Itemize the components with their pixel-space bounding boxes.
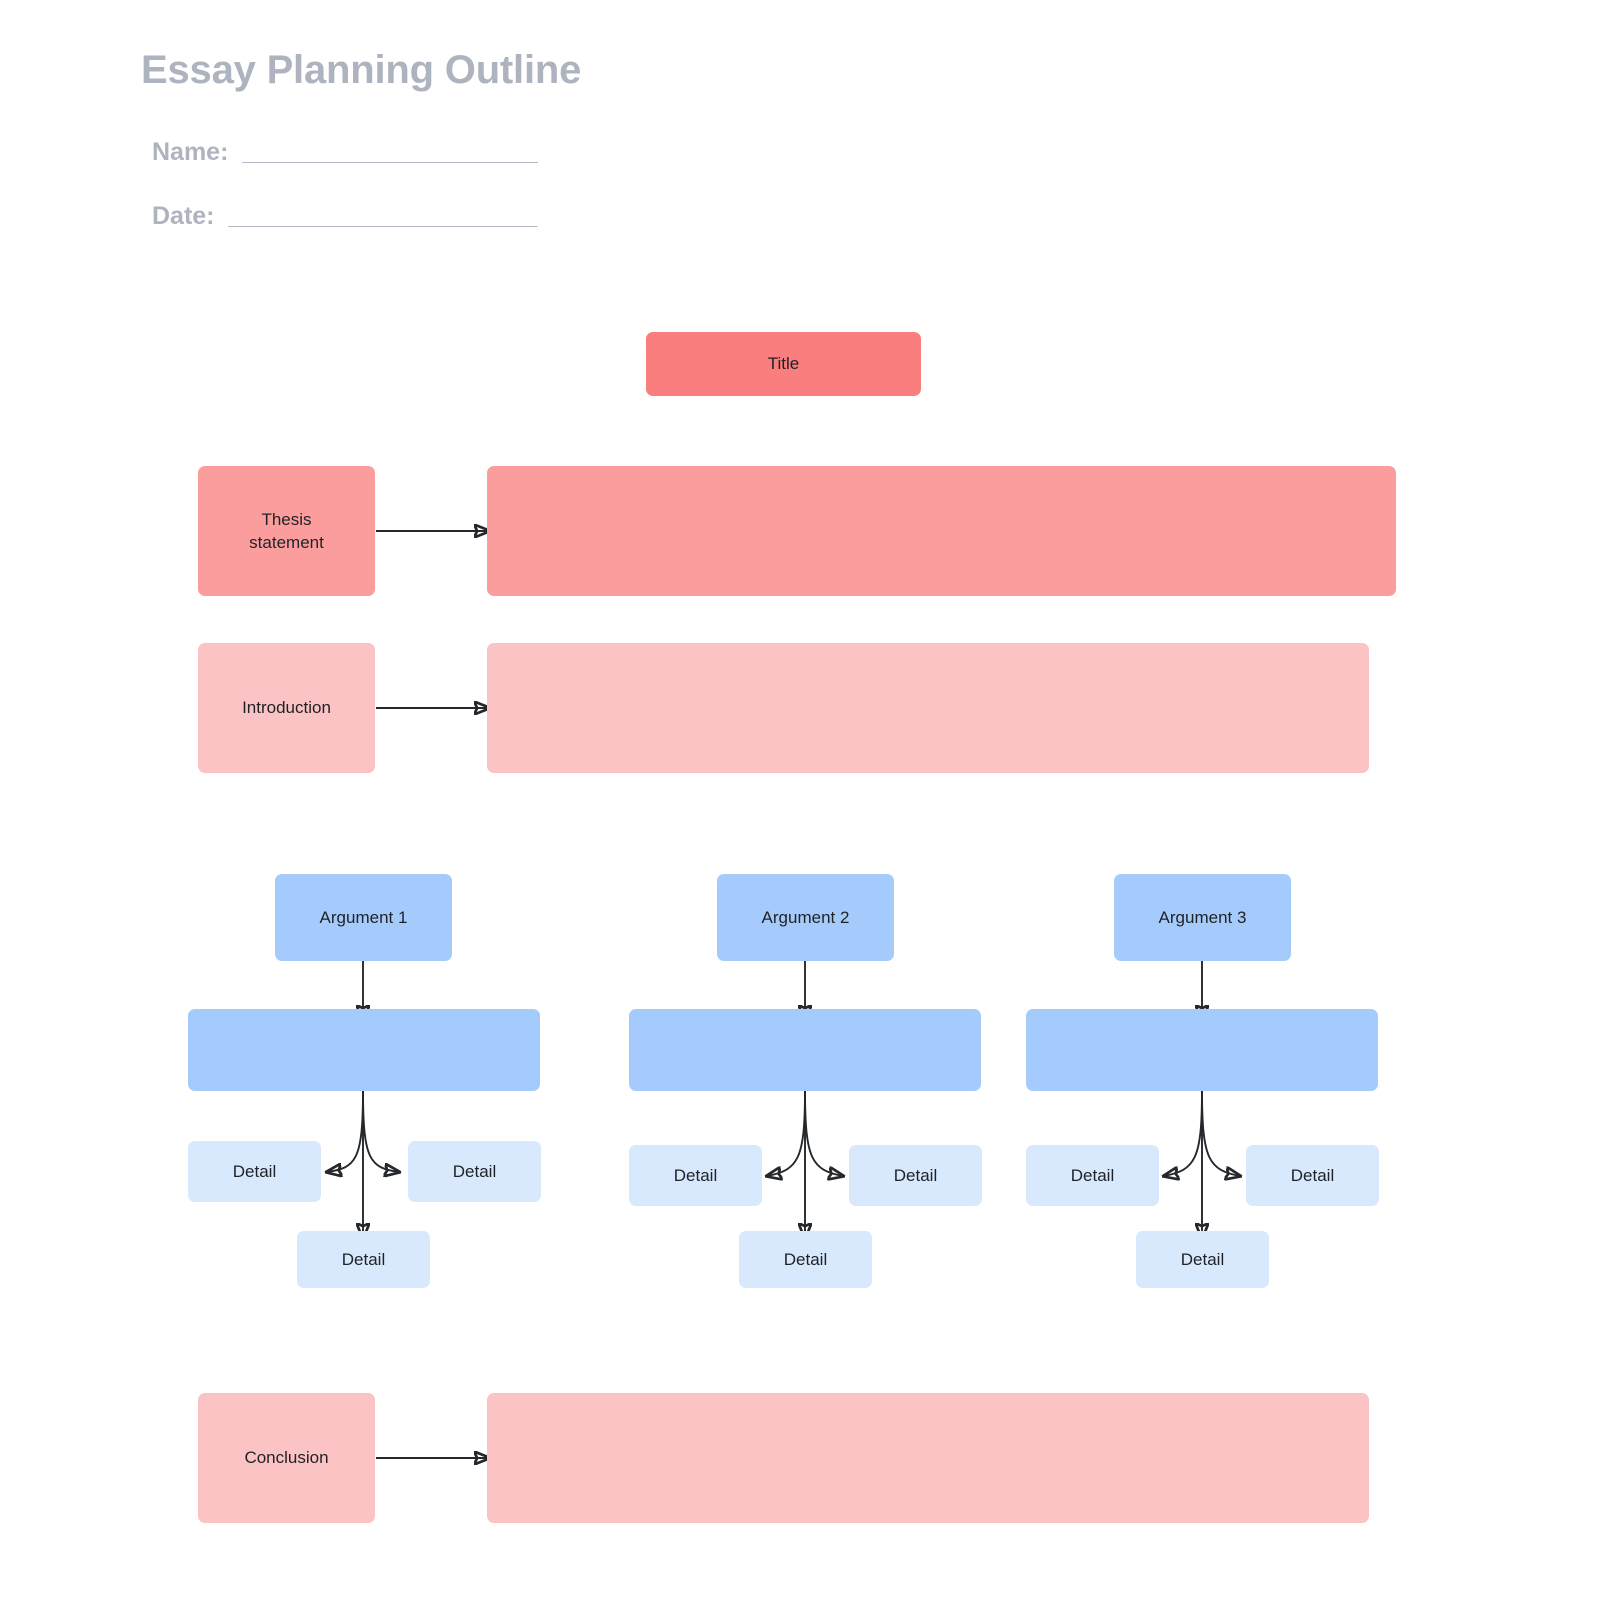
argument-3-detail-center[interactable]: Detail	[1136, 1231, 1269, 1288]
argument-1-detail-center[interactable]: Detail	[297, 1231, 430, 1288]
conclusion-label-box[interactable]: Conclusion	[198, 1393, 375, 1523]
argument-1-body-box[interactable]	[188, 1009, 540, 1091]
introduction-label-box[interactable]: Introduction	[198, 643, 375, 773]
argument-3-box[interactable]: Argument 3	[1114, 874, 1291, 961]
page-title: Essay Planning Outline	[141, 48, 582, 92]
argument-2-detail-left[interactable]: Detail	[629, 1145, 762, 1206]
argument-3-body-box[interactable]	[1026, 1009, 1378, 1091]
conclusion-answer-box[interactable]	[487, 1393, 1369, 1523]
date-label: Date:	[152, 202, 215, 230]
name-label: Name:	[152, 138, 229, 166]
argument-1-box[interactable]: Argument 1	[275, 874, 452, 961]
title-box[interactable]: Title	[646, 332, 921, 396]
argument-2-box[interactable]: Argument 2	[717, 874, 894, 961]
name-input-blank[interactable]: ______________________	[242, 138, 538, 166]
argument-2-detail-right[interactable]: Detail	[849, 1145, 982, 1206]
argument-2-body-box[interactable]	[629, 1009, 981, 1091]
thesis-statement-answer-box[interactable]	[487, 466, 1396, 596]
argument-1-detail-left[interactable]: Detail	[188, 1141, 321, 1202]
name-field-row: Name: ______________________	[152, 138, 538, 167]
argument-3-detail-right[interactable]: Detail	[1246, 1145, 1379, 1206]
date-input-blank[interactable]: _______________________	[228, 202, 538, 230]
introduction-answer-box[interactable]	[487, 643, 1369, 773]
argument-1-detail-right[interactable]: Detail	[408, 1141, 541, 1202]
thesis-statement-label-box[interactable]: Thesis statement	[198, 466, 375, 596]
argument-3-detail-left[interactable]: Detail	[1026, 1145, 1159, 1206]
date-field-row: Date: _______________________	[152, 202, 537, 231]
argument-2-detail-center[interactable]: Detail	[739, 1231, 872, 1288]
